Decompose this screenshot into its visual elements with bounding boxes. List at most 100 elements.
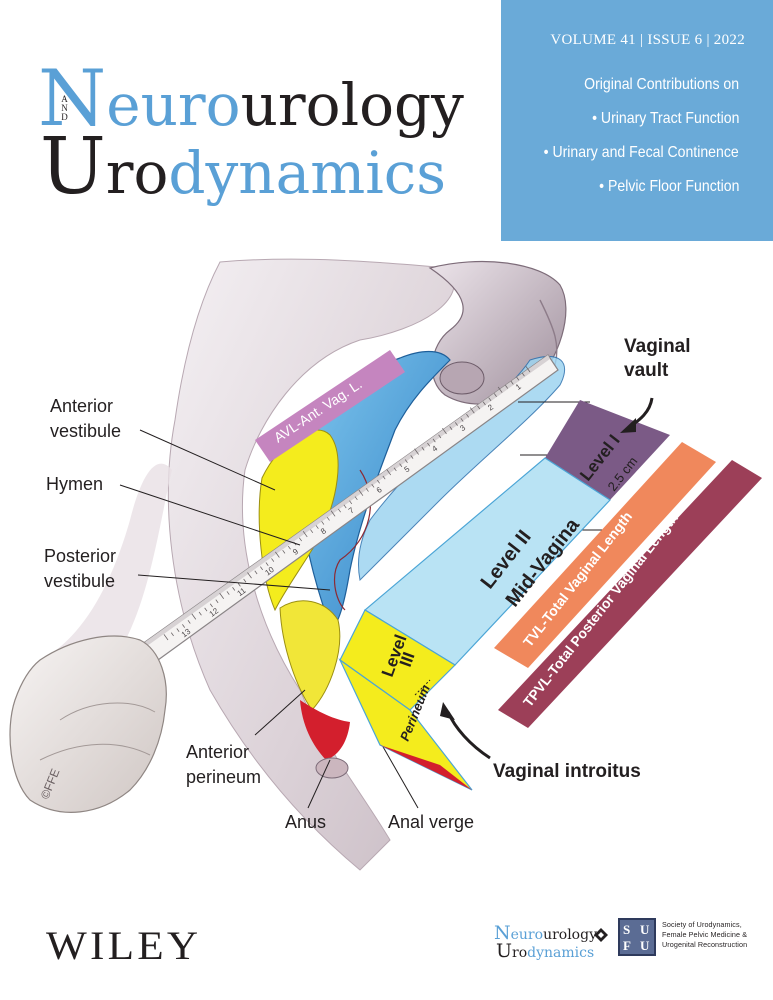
ruler-tick xyxy=(330,510,336,517)
ruler-tick xyxy=(237,582,241,587)
ruler-tick xyxy=(287,545,291,550)
ruler-tick xyxy=(449,426,453,430)
ruler-tick xyxy=(299,537,302,542)
contribution-item: • Urinary Tract Function xyxy=(591,110,739,127)
title-dynamics: dynamics xyxy=(168,139,447,207)
mini-journal-logo-line2: Urodynamics xyxy=(496,940,595,962)
ruler-tick xyxy=(247,572,252,579)
ruler-tick xyxy=(414,448,419,455)
mini-journal-logo: Neurourology xyxy=(494,922,597,944)
ruler-tick xyxy=(404,459,408,463)
ruler-tick xyxy=(271,558,275,562)
perineum-red xyxy=(380,745,472,790)
and-letter-d: D xyxy=(61,112,68,122)
level3-sub: III xyxy=(396,650,419,670)
ruler-tick xyxy=(399,463,403,468)
ruler-number: 7 xyxy=(347,505,356,515)
label-anal-verge: Anal verge xyxy=(388,812,475,832)
ruler-number: 3 xyxy=(458,423,467,433)
and-mark: A N D xyxy=(60,95,69,122)
ruler-tick xyxy=(265,562,269,567)
ruler-tick xyxy=(382,475,386,480)
contribution-item: • Pelvic Floor Function xyxy=(598,178,739,195)
introitus-arrow-icon xyxy=(440,702,455,720)
label-anterior-perineum: Anterior perineum xyxy=(186,742,262,787)
ruler-number: 2 xyxy=(486,402,495,412)
body-skin xyxy=(167,258,455,871)
ruler-tick xyxy=(191,613,197,620)
label-vaginal-introitus: Vaginal introitus xyxy=(493,761,641,782)
journal-title-line2: Urodynamics xyxy=(40,128,446,206)
ruler-tick xyxy=(326,516,330,521)
ruler-tick xyxy=(371,483,375,488)
label-hymen: Hymen xyxy=(46,474,104,494)
contribution-item: • Urinary and Fecal Continence xyxy=(543,144,739,161)
ruler-tick xyxy=(254,570,258,575)
ruler-tick xyxy=(315,525,319,529)
ruler-tick xyxy=(393,467,397,472)
ruler-tick xyxy=(510,380,514,385)
ruler-tick xyxy=(187,620,191,624)
ruler-tick xyxy=(493,393,497,397)
ruler-tick xyxy=(343,504,347,509)
partner-logo-icon xyxy=(592,926,610,944)
label-posterior-vestibule: Posterior vestibule xyxy=(44,546,117,591)
ruler-tick xyxy=(521,372,525,377)
ruler-tick xyxy=(182,624,186,628)
ruler-tick xyxy=(432,438,436,443)
ruler-tick xyxy=(358,489,364,496)
ruler-tick xyxy=(349,500,353,505)
ruler-tick xyxy=(274,551,280,558)
ruler-number: 5 xyxy=(403,464,412,474)
ruler-tick xyxy=(170,632,174,637)
ruler-tick xyxy=(354,496,358,501)
journal-title: Neurourology xyxy=(38,60,464,138)
ruler-tick xyxy=(386,469,392,476)
tpvl-band xyxy=(498,460,762,728)
ruler-tick xyxy=(442,427,447,435)
ruler-tick xyxy=(338,508,341,513)
ruler-tick xyxy=(376,479,380,484)
ruler-tick xyxy=(215,599,219,604)
ruler-tick xyxy=(497,386,503,393)
ruler-tick xyxy=(163,634,169,641)
title-cap-n: N xyxy=(38,54,107,144)
issue-info: VOLUME 41 | ISSUE 6 | 2022 xyxy=(550,32,745,48)
ruler-tick xyxy=(282,549,286,554)
ruler-number: 4 xyxy=(430,444,439,454)
ruler-tick xyxy=(525,366,531,373)
title-cap-u: U xyxy=(40,122,106,212)
ruler-tick xyxy=(460,418,464,422)
title-ro: ro xyxy=(105,139,169,207)
avl-band xyxy=(255,350,405,462)
ruler-tick xyxy=(232,587,236,591)
ruler-tick xyxy=(427,442,431,447)
ruler-tick xyxy=(321,521,325,525)
ruler-tick xyxy=(260,566,264,571)
ruler-tick xyxy=(438,434,442,439)
ruler-tick xyxy=(482,401,486,406)
ruler-number: 1 xyxy=(514,382,523,392)
label-anus: Anus xyxy=(285,812,327,832)
label-anterior-vestibule: Anterior vestibule xyxy=(50,396,122,441)
ruler-tick xyxy=(477,405,481,410)
hand xyxy=(9,635,167,813)
and-letter-a: A xyxy=(61,94,68,104)
ruler-number: 6 xyxy=(375,485,384,495)
ruler-tick xyxy=(219,592,225,600)
ruler-tick xyxy=(226,591,230,595)
ruler-tick xyxy=(198,611,202,616)
ruler-tick xyxy=(516,376,520,381)
ruler-tick xyxy=(410,455,414,459)
ruler-tick xyxy=(488,397,492,402)
ruler-tick xyxy=(505,385,509,389)
society-name: Society of Urodynamics, Female Pelvic Me… xyxy=(662,920,748,949)
level1-band xyxy=(545,400,670,500)
ruler-tick xyxy=(204,607,208,612)
ruler-tick xyxy=(243,578,247,583)
ruler-tick xyxy=(365,488,369,492)
ruler-tick xyxy=(302,531,308,538)
